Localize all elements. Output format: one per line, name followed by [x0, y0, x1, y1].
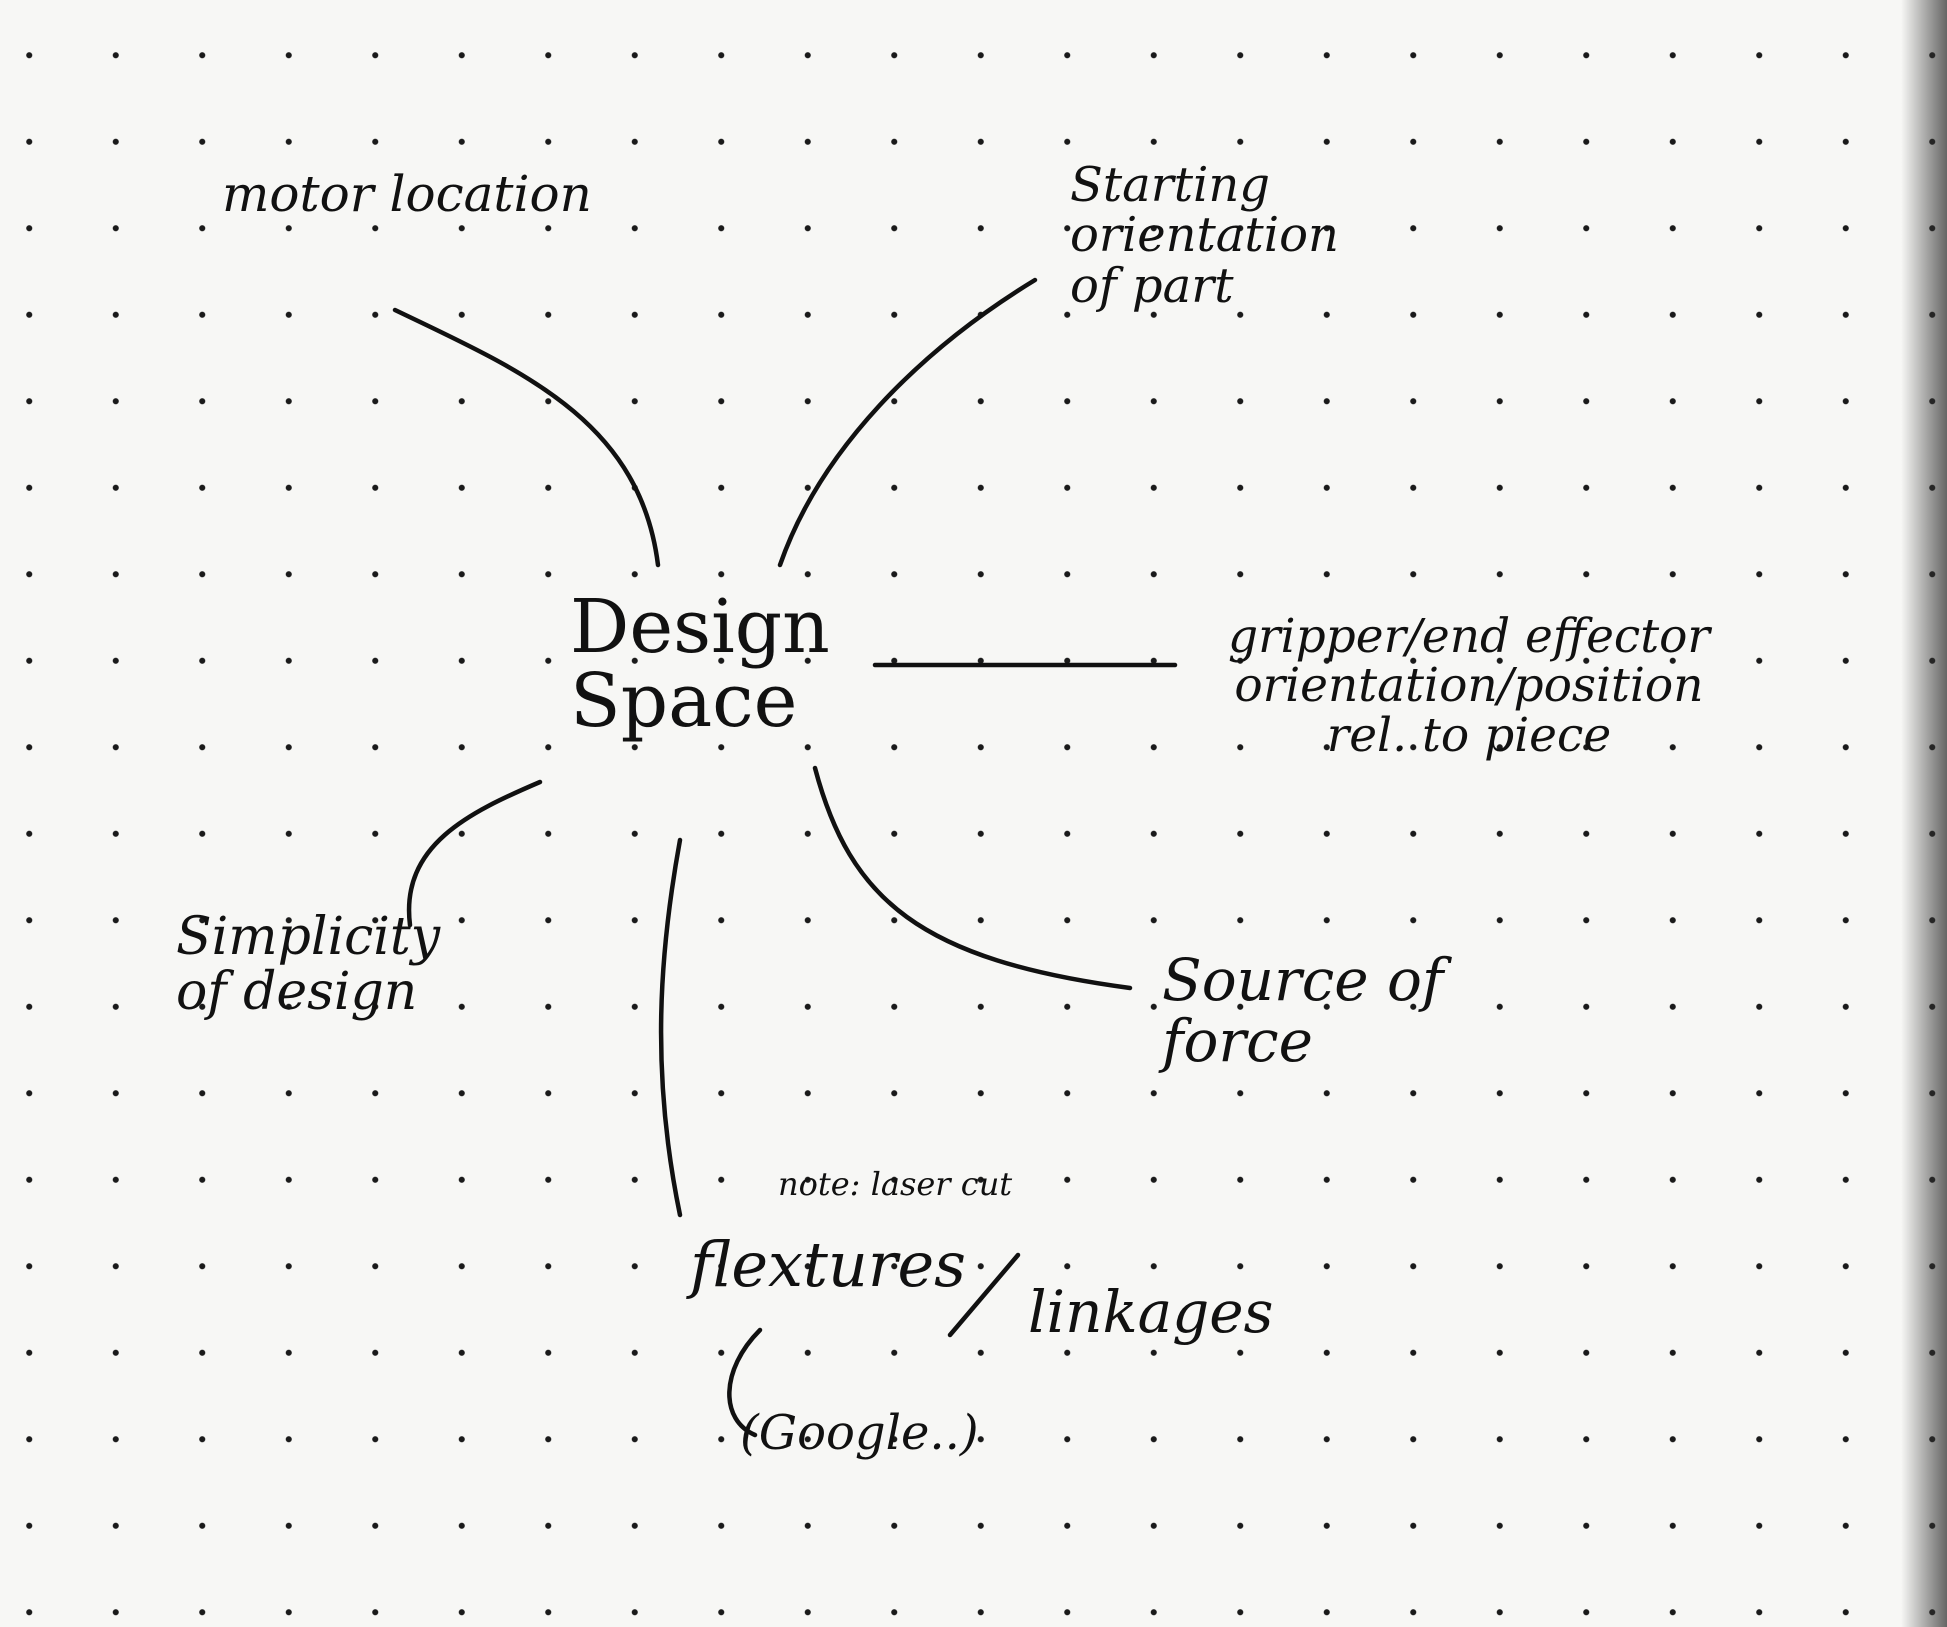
line-google-paren [727, 1327, 763, 1438]
line-motor-location [392, 307, 661, 568]
line-starting-orientation [777, 277, 1038, 568]
branch-label-motor-location: motor location [222, 165, 592, 223]
branch-label-flextures: flextures [690, 1228, 967, 1301]
line-link-slash [947, 1252, 1021, 1338]
line-source-of-force [812, 765, 1133, 991]
line-simplicity [406, 779, 543, 928]
branch-note-laser-cut: note: laser cut [778, 1165, 1013, 1203]
branch-label-source-of-force: Source of force [1162, 946, 1444, 1075]
branch-label-starting-orientation: Starting orientation of part [1070, 157, 1339, 314]
line-flextures [658, 837, 683, 1218]
branch-label-google: (Google..) [740, 1405, 979, 1461]
central-node-label: Design Space [570, 584, 830, 744]
branch-label-gripper-orientation: gripper/end effector orientation/positio… [1228, 609, 1710, 763]
branch-label-linkages: linkages [1028, 1278, 1274, 1346]
branch-label-simplicity: Simplicity of design [176, 907, 441, 1022]
page-edge-shadow [1901, 0, 1947, 1627]
